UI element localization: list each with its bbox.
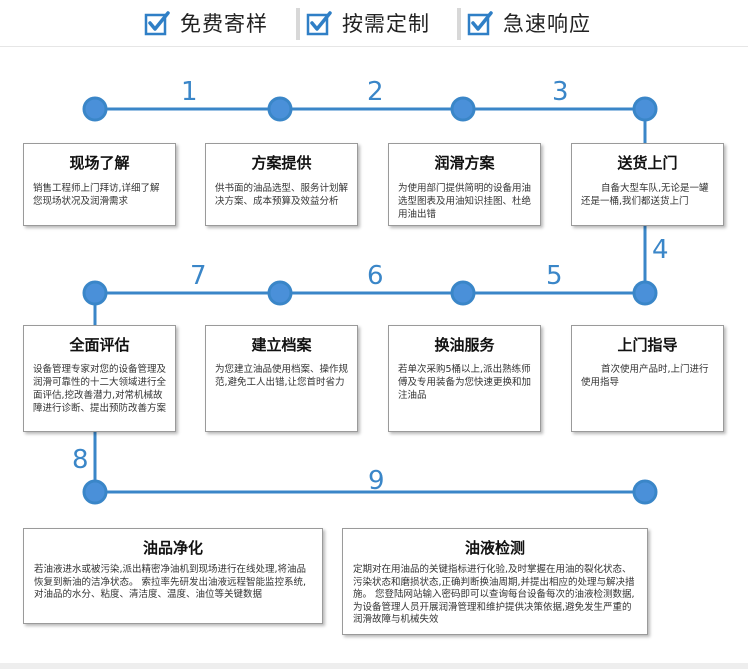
card-oil-testing: 油液检测 定期对在用油品的关键指标进行化验,及时掌握在用油的裂化状态、污染状态和… (342, 528, 648, 635)
card-lubrication-plan: 润滑方案 为使用部门提供简明的设备用油选型图表及用油知识挂图、杜绝用油出错 (388, 143, 541, 226)
flow-node-7 (450, 280, 476, 306)
header-item-free-sample: 免费寄样 (144, 6, 268, 40)
card-solution: 方案提供 供书面的油品选型、服务计划解决方案、成本预算及效益分析 (205, 143, 358, 226)
flow-node-8 (632, 280, 658, 306)
footer-band (0, 663, 748, 669)
checkbox-icon (467, 11, 493, 36)
connector-lines (93, 107, 647, 494)
header-label: 急速响应 (503, 12, 591, 36)
flow-node-6 (267, 280, 293, 306)
header-divider (296, 8, 300, 40)
card-assessment: 全面评估 设备管理专家对您的设备管理及润滑可靠性的十二大领域进行全面评估,挖改善… (23, 325, 176, 432)
header-divider (457, 8, 461, 40)
card-title: 全面评估 (69, 336, 130, 354)
step-number-8: 8 (72, 445, 89, 475)
step-number-1: 1 (181, 77, 198, 107)
card-records: 建立档案 为您建立油品使用档案、操作规范,避免工人出错,让您首时省力 (205, 325, 358, 432)
card-title: 现场了解 (69, 154, 130, 172)
card-oil-purification: 油品净化 若油液进水或被污染,派出精密净油机到现场进行在线处理,将油品恢复到新油… (23, 528, 323, 624)
card-desc: 为您建立油品使用档案、操作规范,避免工人出错,让您首时省力 (215, 364, 349, 388)
card-onsite-guidance: 上门指导 首次使用产品时,上门进行使用指导 (571, 325, 724, 432)
card-oil-change: 换油服务 若单次采购5桶以上,派出熟练师傅及专用装备为您快速更换和加注油品 (388, 325, 541, 432)
card-title: 建立档案 (251, 336, 312, 354)
card-title: 换油服务 (434, 336, 495, 354)
step-number-6: 6 (367, 261, 384, 291)
card-desc: 首次使用产品时,上门进行使用指导 (581, 364, 709, 388)
header-label: 免费寄样 (180, 12, 268, 36)
flow-node-3 (450, 96, 476, 122)
header-item-fast-response: 急速响应 (467, 6, 591, 40)
card-desc: 若单次采购5桶以上,派出熟练师傅及专用装备为您快速更换和加注油品 (398, 364, 532, 401)
card-desc: 销售工程师上门拜访,详细了解您现场状况及润滑需求 (33, 183, 160, 207)
step-number-3: 3 (552, 77, 569, 107)
step-number-4: 4 (652, 235, 669, 265)
step-number-5: 5 (546, 261, 563, 291)
header-underline (0, 46, 748, 47)
card-title: 方案提供 (251, 154, 312, 172)
flow-node-10 (632, 479, 658, 505)
flow-node-1 (82, 96, 108, 122)
card-title: 油品净化 (142, 539, 203, 557)
card-desc: 自备大型车队,无论是一罐还是一桶,我们都送货上门 (581, 183, 709, 207)
card-desc: 若油液进水或被污染,派出精密净油机到现场进行在线处理,将油品恢复到新油的洁净状态… (34, 564, 307, 600)
flow-node-2 (267, 96, 293, 122)
step-number-2: 2 (367, 77, 384, 107)
checkbox-icon (306, 11, 332, 36)
step-number-9: 9 (368, 466, 385, 496)
card-desc: 供书面的油品选型、服务计划解决方案、成本预算及效益分析 (215, 183, 349, 207)
flow-node-9 (82, 479, 108, 505)
card-delivery: 送货上门 自备大型车队,无论是一罐还是一桶,我们都送货上门 (571, 143, 724, 226)
card-title: 送货上门 (617, 154, 678, 172)
card-title: 上门指导 (617, 336, 678, 354)
checkbox-icon (144, 11, 170, 36)
header-label: 按需定制 (342, 12, 430, 36)
flow-node-4 (632, 96, 658, 122)
card-desc: 定期对在用油品的关键指标进行化验,及时掌握在用油的裂化状态、污染状态和磨损状态,… (353, 564, 635, 625)
card-title: 油液检测 (464, 539, 525, 557)
card-site-survey: 现场了解 销售工程师上门拜访,详细了解您现场状况及润滑需求 (23, 143, 176, 226)
card-desc: 设备管理专家对您的设备管理及润滑可靠性的十二大领域进行全面评估,挖改善潜力,对常… (33, 364, 167, 414)
card-title: 润滑方案 (434, 154, 495, 172)
nodes (82, 96, 658, 505)
header-item-custom: 按需定制 (306, 6, 430, 40)
step-number-7: 7 (190, 261, 207, 291)
card-desc: 为使用部门提供简明的设备用油选型图表及用油知识挂图、杜绝用油出错 (398, 183, 532, 220)
flow-node-5 (82, 280, 108, 306)
